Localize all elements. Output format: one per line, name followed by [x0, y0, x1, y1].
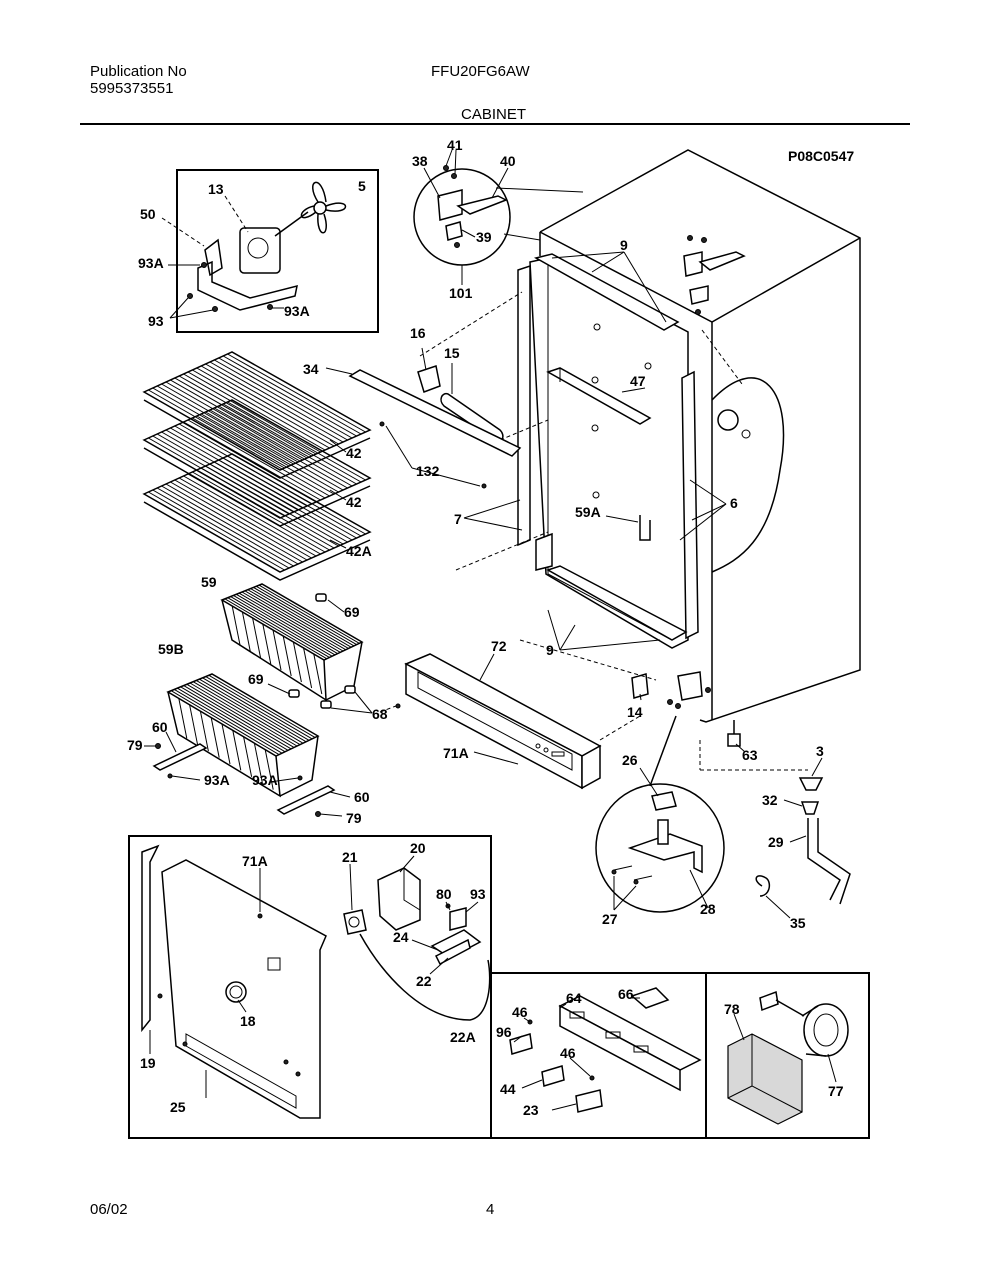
callout-80: 80: [436, 886, 452, 902]
callout-59: 59: [201, 574, 217, 590]
callout-93: 93: [148, 313, 164, 329]
callout-13: 13: [208, 181, 224, 197]
fan-blade-icon: [300, 181, 347, 234]
callout-28: 28: [700, 901, 716, 917]
callout-93a: 93A: [284, 303, 310, 319]
callout-71a: 71A: [443, 745, 469, 761]
callout-20: 20: [410, 840, 426, 856]
callout-79: 79: [127, 737, 143, 753]
callout-71a: 71A: [242, 853, 268, 869]
header-rule: [80, 123, 910, 125]
switch-housing-inset: [490, 972, 707, 1139]
freezer-cabinet: [419, 149, 861, 771]
callout-46: 46: [560, 1045, 576, 1061]
callout-46: 46: [512, 1004, 528, 1020]
callout-35: 35: [790, 915, 806, 931]
callout-15: 15: [444, 345, 460, 361]
callout-14: 14: [627, 704, 643, 720]
callout-18: 18: [240, 1013, 256, 1029]
callout-7: 7: [454, 511, 462, 527]
power-supply-inset: [705, 972, 870, 1139]
callout-29: 29: [768, 834, 784, 850]
callout-5: 5: [358, 178, 366, 194]
callout-27: 27: [602, 911, 618, 927]
callout-labels: P08C0547 5 13 50 93A 93 93A 41 38 40 39 …: [127, 137, 854, 1118]
callout-34: 34: [303, 361, 319, 377]
page-number: 4: [486, 1201, 495, 1218]
callout-64: 64: [566, 990, 582, 1006]
callout-59a: 59A: [575, 504, 601, 520]
callout-39: 39: [476, 229, 492, 245]
callout-16: 16: [410, 325, 426, 341]
callout-25: 25: [170, 1099, 186, 1115]
callout-47: 47: [630, 373, 646, 389]
callout-6: 6: [730, 495, 738, 511]
callout-78: 78: [724, 1001, 740, 1017]
callout-69: 69: [248, 671, 264, 687]
callout-59b: 59B: [158, 641, 184, 657]
callout-50: 50: [140, 206, 156, 222]
callout-42: 42: [346, 445, 362, 461]
callout-23: 23: [523, 1102, 539, 1118]
callout-60: 60: [354, 789, 370, 805]
wire-baskets: [144, 583, 373, 817]
fan-assembly-inset: [161, 169, 379, 333]
publication-label: Publication No: [90, 63, 187, 80]
callout-72: 72: [491, 638, 507, 654]
callout-44: 44: [500, 1081, 516, 1097]
shelf-rail: [325, 367, 522, 489]
section-title: CABINET: [461, 106, 527, 123]
callout-24: 24: [393, 929, 409, 945]
publication-number: 5995373551: [90, 80, 174, 97]
callout-41: 41: [447, 137, 463, 153]
callout-79: 79: [346, 810, 362, 826]
callout-32: 32: [762, 792, 778, 808]
callout-26: 26: [622, 752, 638, 768]
control-panel-inset: [128, 835, 492, 1139]
callout-38: 38: [412, 153, 428, 169]
callout-42a: 42A: [346, 543, 372, 559]
callout-66: 66: [618, 986, 634, 1002]
callout-19: 19: [140, 1055, 156, 1071]
callout-22: 22: [416, 973, 432, 989]
callout-42: 42: [346, 494, 362, 510]
top-hinge-detail: [413, 149, 584, 285]
callout-93a: 93A: [204, 772, 230, 788]
drawing-code: P08C0547: [788, 148, 854, 164]
callout-132: 132: [416, 463, 440, 479]
callout-93a: 93A: [252, 772, 278, 788]
callout-93a: 93A: [138, 255, 164, 271]
callout-69: 69: [344, 604, 360, 620]
bottom-hinge-detail: [595, 715, 725, 913]
callout-21: 21: [342, 849, 358, 865]
drain-assembly: [755, 757, 851, 919]
callout-96: 96: [496, 1024, 512, 1040]
callout-40: 40: [500, 153, 516, 169]
callout-77: 77: [828, 1083, 844, 1099]
callout-9: 9: [546, 642, 554, 658]
toe-grille: [379, 653, 641, 790]
callout-63: 63: [742, 747, 758, 763]
callout-93: 93: [470, 886, 486, 902]
light-bulb-icon: [801, 1003, 849, 1057]
model-number: FFU20FG6AW: [431, 63, 530, 80]
callout-101: 101: [449, 285, 473, 301]
callout-9: 9: [620, 237, 628, 253]
callout-3: 3: [816, 743, 824, 759]
callout-22a: 22A: [450, 1029, 476, 1045]
footer-date: 06/02: [90, 1201, 128, 1218]
wire-shelves: [142, 351, 372, 581]
callout-60: 60: [152, 719, 168, 735]
callout-68: 68: [372, 706, 388, 722]
